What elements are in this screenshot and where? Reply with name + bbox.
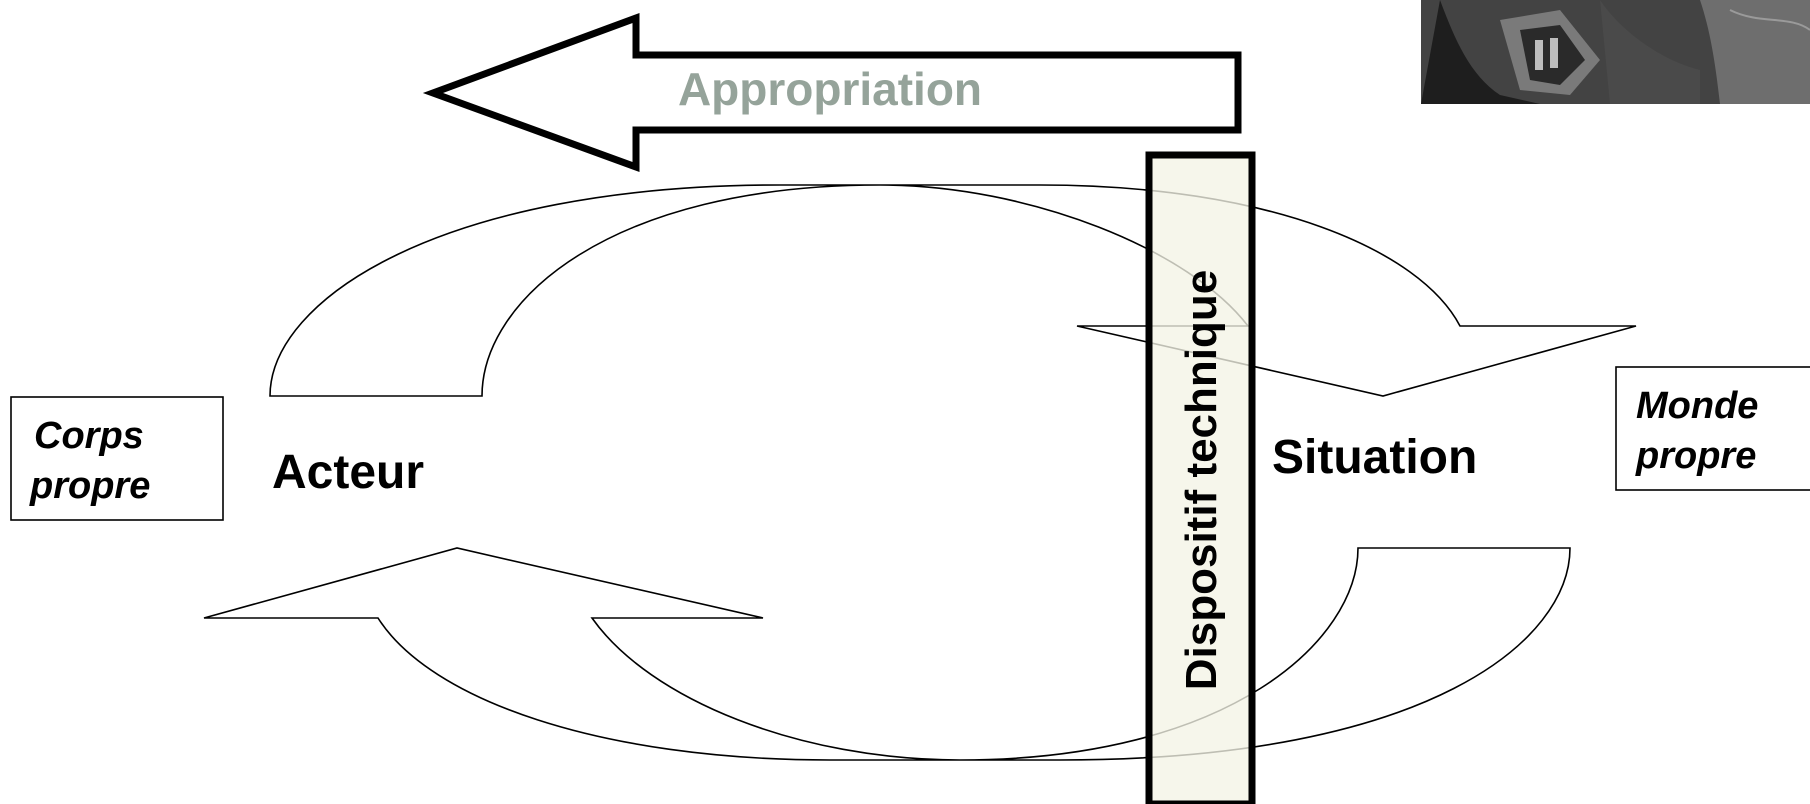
corps-propre-line2: propre (29, 465, 150, 507)
cycle-arrow-top (269, 184, 1637, 397)
monde-propre-box: Monde propre (1615, 366, 1810, 491)
appropriation-label: Appropriation (678, 63, 982, 115)
cycle-arrow-bottom (203, 547, 1571, 761)
dispositif-technique-bar (1145, 151, 1256, 804)
corps-propre-line1: Corps (34, 415, 144, 457)
acteur-label: Acteur (272, 446, 424, 499)
appropriation-arrow (422, 12, 1242, 173)
situation-label: Situation (1272, 431, 1477, 484)
monde-propre-line1: Monde (1636, 385, 1758, 427)
photo-thumbnail (1421, 0, 1810, 104)
dispositif-technique-label: Dispositif technique (1177, 270, 1226, 690)
corps-propre-box: Corps propre (10, 396, 224, 521)
monde-propre-line2: propre (1635, 435, 1756, 477)
